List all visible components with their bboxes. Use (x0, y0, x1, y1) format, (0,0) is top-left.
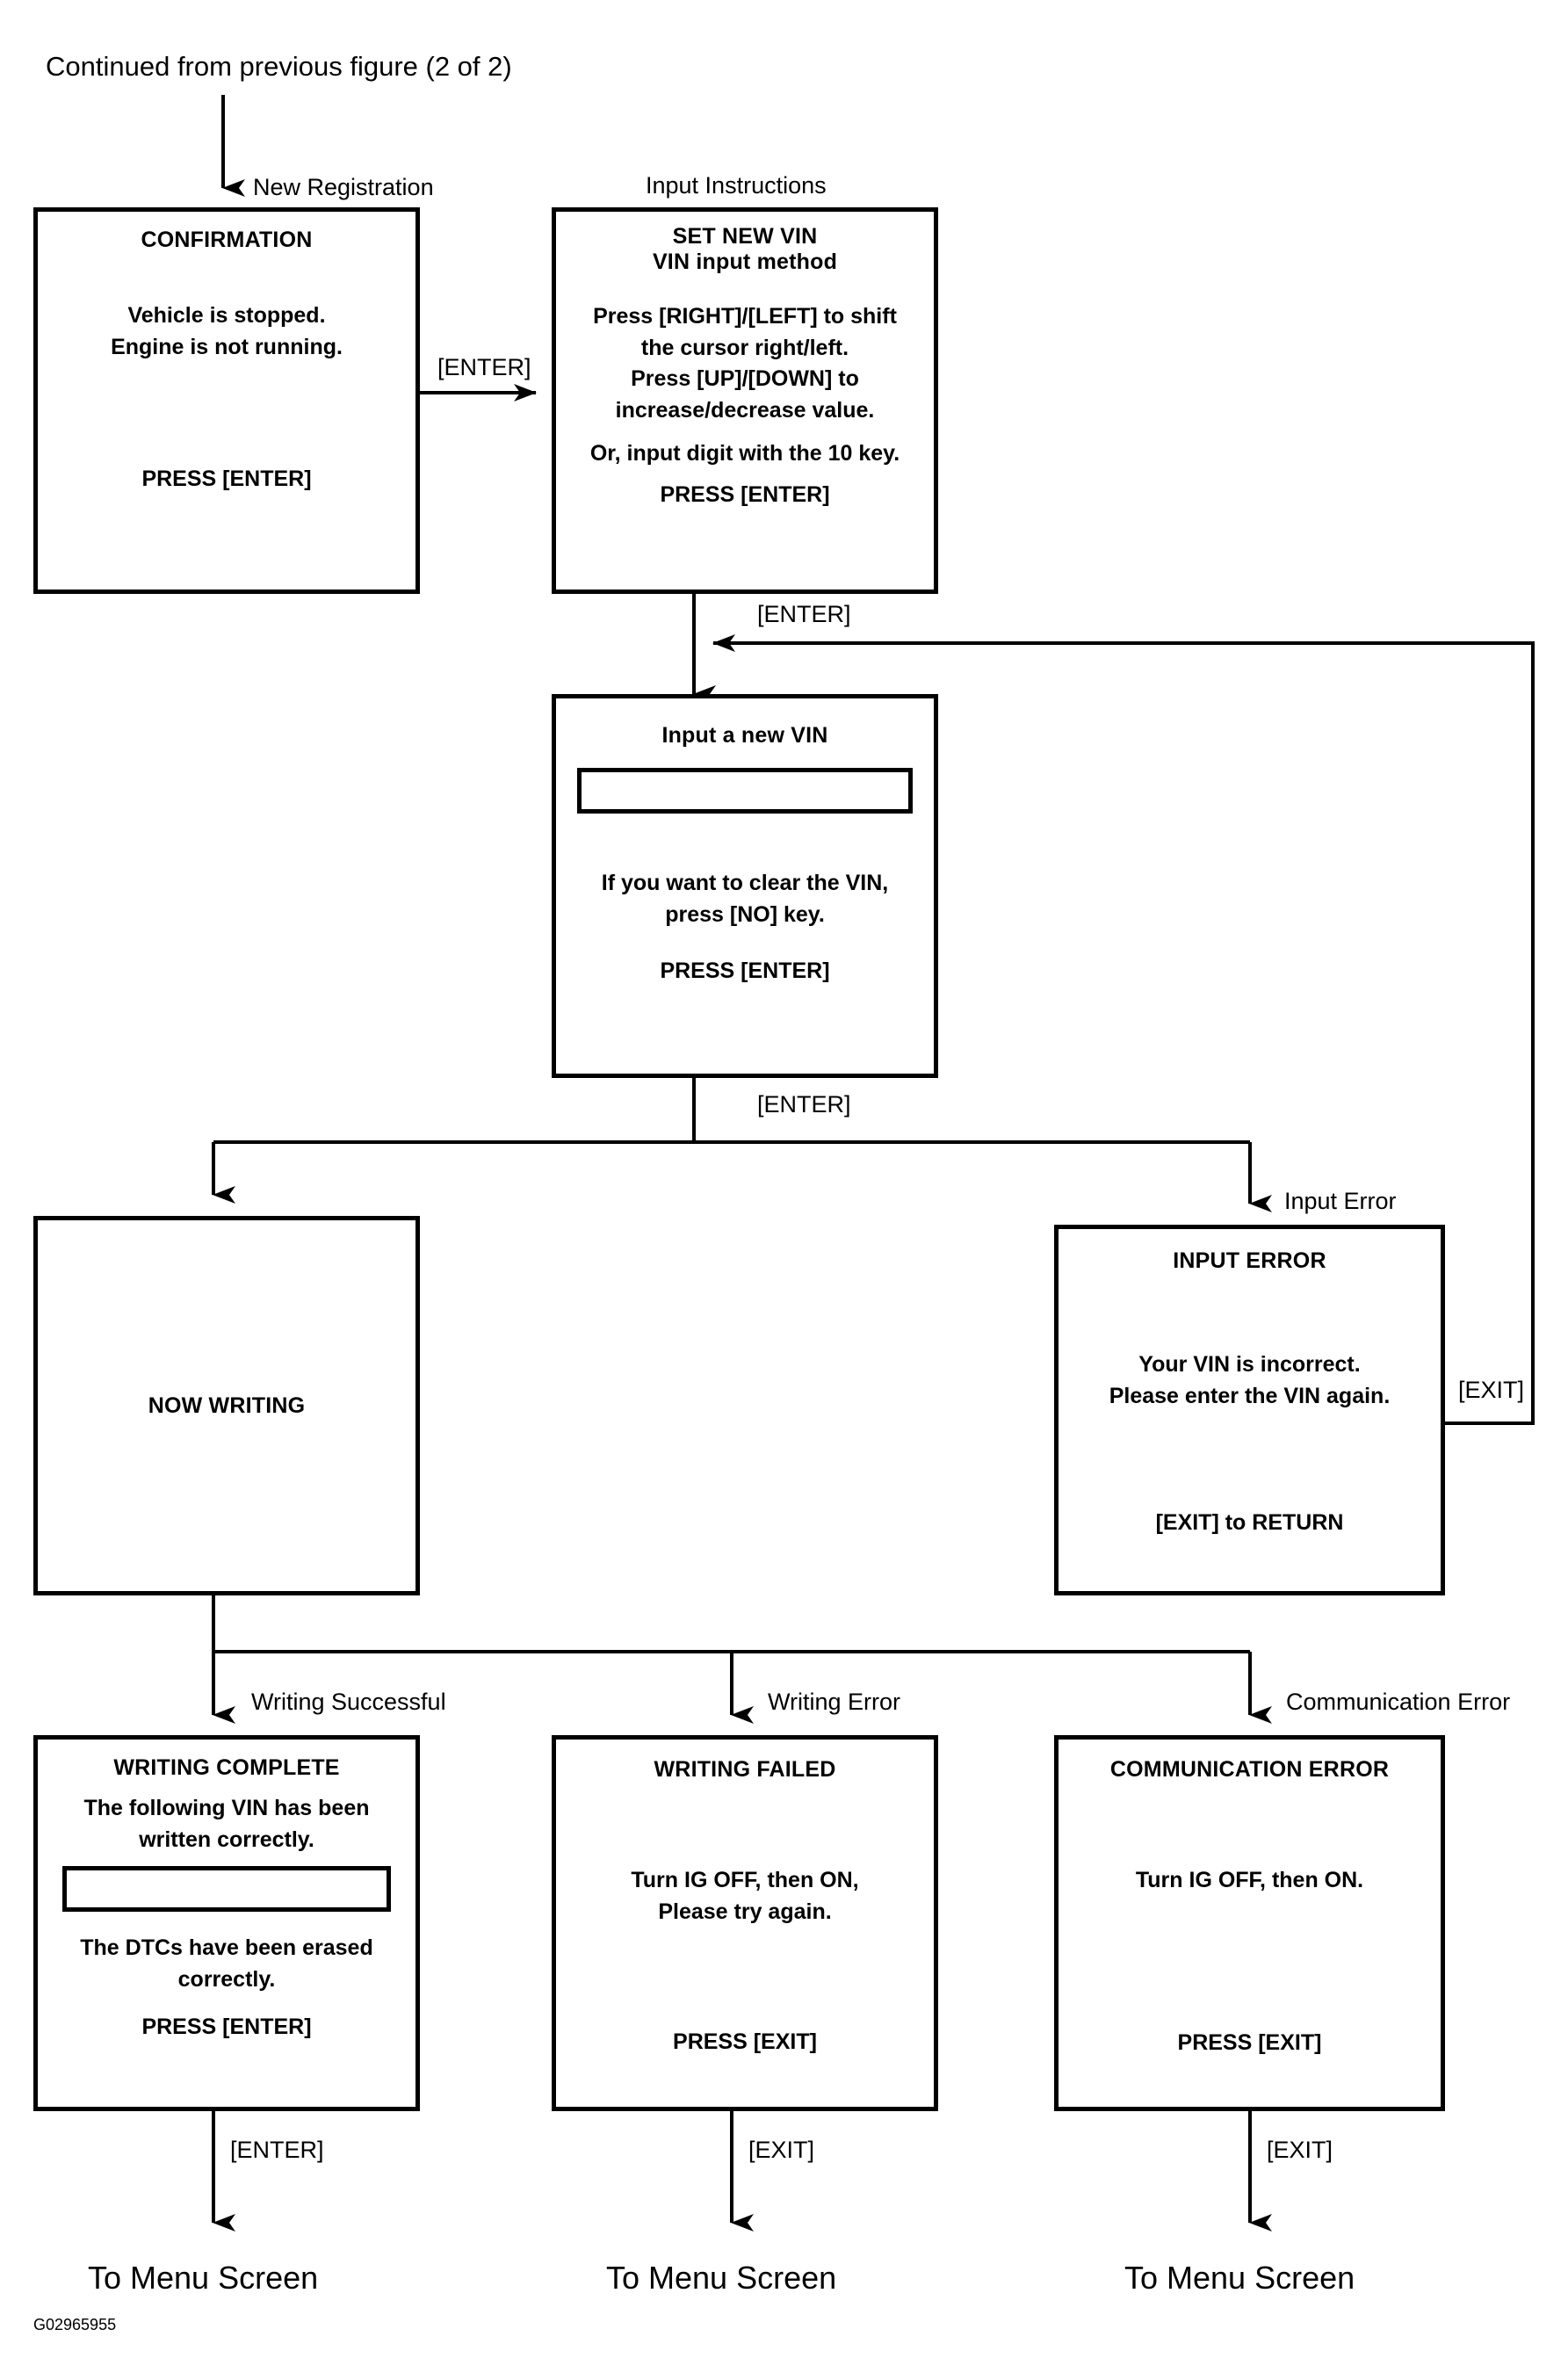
terminal-to-menu-screen-left: To Menu Screen (88, 2260, 319, 2296)
confirmation-line-1: Vehicle is stopped. (127, 303, 326, 328)
confirmation-footer: PRESS [ENTER] (141, 467, 312, 491)
edge-label-exit-input-error-return: [EXIT] (1458, 1377, 1525, 1403)
written-vin-field[interactable] (62, 1866, 391, 1912)
spacer (577, 814, 913, 868)
input-new-vin-line-1: If you want to clear the VIN, (601, 871, 889, 895)
spacer (50, 363, 403, 467)
spacer (62, 1856, 391, 1866)
node-input-new-vin[interactable]: Input a new VIN If you want to clear the… (552, 694, 938, 1078)
input-new-vin-line-2: press [NO] key. (665, 901, 825, 927)
terminal-to-menu-screen-right: To Menu Screen (1124, 2260, 1355, 2296)
confirmation-line-2: Engine is not running. (111, 334, 343, 359)
branch-label-new-registration: New Registration (253, 174, 434, 200)
spacer (1071, 1274, 1428, 1349)
input-error-footer: [EXIT] to RETURN (1155, 1510, 1344, 1535)
spacer (62, 1912, 391, 1933)
figure-headline: Continued from previous figure (2 of 2) (46, 51, 512, 82)
figure-code: G02965955 (33, 2316, 117, 2333)
edge-label-enter-confirmation-to-setvin: [ENTER] (437, 354, 531, 380)
set-new-vin-title-2: VIN input method (652, 250, 838, 274)
set-new-vin-line-5: Or, input digit with the 10 key. (589, 441, 900, 466)
input-new-vin-footer: PRESS [ENTER] (660, 959, 830, 983)
edge-label-enter-inputvin-to-branch: [ENTER] (757, 1091, 851, 1118)
input-error-line-2: Please enter the VIN again. (1109, 1383, 1391, 1408)
spacer (568, 1928, 921, 2029)
set-new-vin-line-4: increase/decrease value. (615, 397, 875, 423)
terminal-to-menu-screen-center: To Menu Screen (606, 2260, 837, 2296)
input-new-vin-title: Input a new VIN (661, 723, 828, 748)
edge-label-enter-to-menu-left: [ENTER] (230, 2137, 324, 2163)
input-error-line-1: Your VIN is incorrect. (1138, 1352, 1361, 1377)
node-now-writing[interactable]: NOW WRITING (33, 1216, 420, 1595)
now-writing-title: NOW WRITING (148, 1393, 306, 1418)
spacer (577, 749, 913, 768)
set-new-vin-line-1: Press [RIGHT]/[LEFT] to shift (593, 304, 897, 329)
writing-complete-line-2: written correctly. (139, 1827, 314, 1852)
spacer (565, 470, 925, 482)
node-input-error[interactable]: INPUT ERROR Your VIN is incorrect. Pleas… (1054, 1225, 1445, 1595)
spacer (50, 253, 403, 300)
communication-error-title: COMMUNICATION ERROR (1109, 1757, 1390, 1782)
writing-failed-line-2: Please try again. (658, 1899, 832, 1924)
writing-complete-line-1: The following VIN has been (83, 1796, 370, 1820)
writing-failed-line-1: Turn IG OFF, then ON, (631, 1868, 859, 1892)
vin-input-field[interactable] (577, 768, 913, 814)
branch-label-communication-error: Communication Error (1286, 1689, 1511, 1715)
branch-label-input-instructions: Input Instructions (646, 172, 827, 199)
writing-complete-line-3: The DTCs have been erased (80, 1935, 373, 1960)
writing-complete-title: WRITING COMPLETE (113, 1755, 340, 1780)
spacer (565, 275, 925, 301)
spacer (577, 930, 913, 959)
set-new-vin-line-2: the cursor right/left. (640, 335, 849, 360)
node-writing-failed[interactable]: WRITING FAILED Turn IG OFF, then ON, Ple… (552, 1735, 938, 2111)
set-new-vin-line-3: Press [UP]/[DOWN] to (631, 366, 859, 391)
edge-label-exit-to-menu-right: [EXIT] (1267, 2137, 1333, 2163)
spacer (62, 1995, 391, 2015)
set-new-vin-title-1: SET NEW VIN (672, 224, 818, 249)
confirmation-title: CONFIRMATION (141, 228, 313, 252)
communication-error-line-1: Turn IG OFF, then ON. (1135, 1868, 1364, 1892)
node-writing-complete[interactable]: WRITING COMPLETE The following VIN has b… (33, 1735, 420, 2111)
spacer (1071, 1412, 1428, 1510)
spacer (62, 1781, 391, 1793)
branch-label-input-error: Input Error (1284, 1188, 1397, 1214)
set-new-vin-footer: PRESS [ENTER] (660, 481, 830, 507)
writing-complete-line-4: correctly. (177, 1966, 276, 1992)
spacer (1067, 1897, 1432, 2030)
communication-error-footer: PRESS [EXIT] (1177, 2029, 1322, 2055)
edge-label-exit-to-menu-center: [EXIT] (748, 2137, 815, 2163)
branch-label-writing-error: Writing Error (768, 1689, 901, 1715)
branch-label-writing-successful: Writing Successful (251, 1689, 446, 1715)
writing-failed-title: WRITING FAILED (654, 1757, 836, 1782)
node-confirmation[interactable]: CONFIRMATION Vehicle is stopped. Engine … (33, 207, 420, 594)
node-set-new-vin[interactable]: SET NEW VIN VIN input method Press [RIGH… (552, 207, 938, 594)
writing-failed-footer: PRESS [EXIT] (673, 2029, 817, 2054)
spacer (565, 426, 925, 438)
input-error-title: INPUT ERROR (1173, 1248, 1326, 1273)
node-communication-error[interactable]: COMMUNICATION ERROR Turn IG OFF, then ON… (1054, 1735, 1445, 2111)
spacer (568, 1783, 921, 1865)
spacer (1067, 1783, 1432, 1865)
edge-label-enter-setvin-to-inputvin: [ENTER] (757, 601, 851, 627)
writing-complete-footer: PRESS [ENTER] (141, 2015, 312, 2039)
